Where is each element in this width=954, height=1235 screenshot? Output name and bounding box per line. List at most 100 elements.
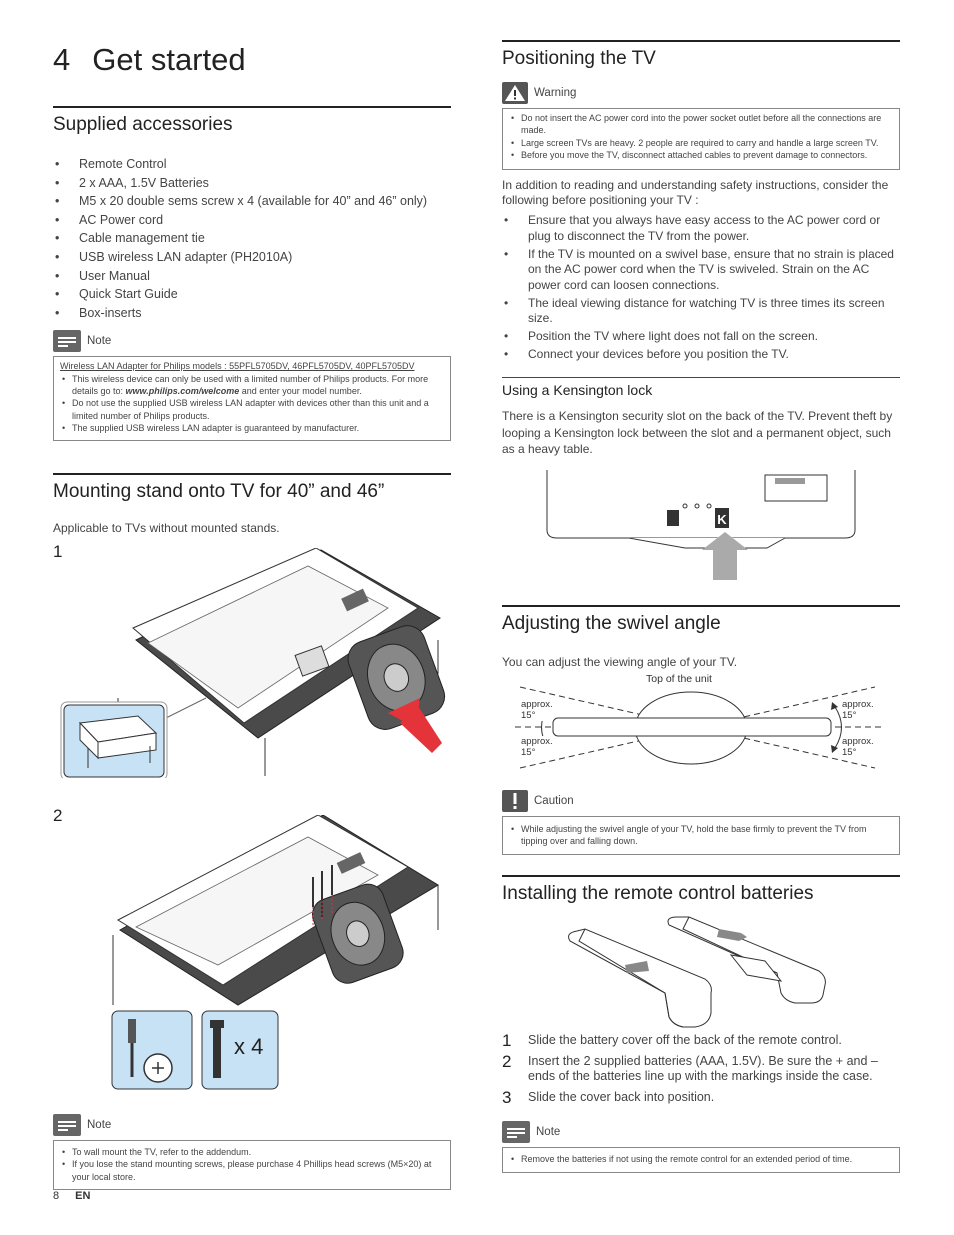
accessories-list: Remote Control2 x AAA, 1.5V BatteriesM5 … [53, 155, 451, 322]
batteries-title: Installing the remote control batteries [502, 875, 900, 905]
note-header: Note [53, 1114, 451, 1136]
note-header: Note [53, 330, 451, 353]
angle-label-bottom-left: approx. 15° [521, 736, 553, 758]
mounting-note: Note To wall mount the TV, refer to the … [53, 1114, 451, 1190]
note-box: To wall mount the TV, refer to the adden… [53, 1140, 451, 1190]
exclamation-icon [502, 790, 528, 812]
battery-step: 3 Slide the cover back into position. [502, 1088, 900, 1107]
swivel-title: Adjusting the swivel angle [502, 605, 900, 635]
page-footer: 8 EN [53, 1190, 90, 1202]
mounting-subtitle: Applicable to TVs without mounted stands… [53, 521, 280, 535]
caution-box: While adjusting the swivel angle of your… [502, 816, 900, 855]
positioning-list: Ensure that you always have easy access … [502, 213, 900, 363]
positioning-item: Ensure that you always have easy access … [502, 213, 900, 244]
accessory-item: Box-inserts [53, 304, 451, 323]
step-text: Slide the cover back into position. [528, 1090, 715, 1104]
note-heading: Wireless LAN Adapter for Philips models … [60, 361, 415, 372]
positioning-item: Connect your devices before you position… [502, 347, 900, 363]
warning-header: Warning [502, 82, 900, 104]
note-item: Do not use the supplied USB wireless LAN… [60, 397, 444, 422]
note-item: This wireless device can only be used wi… [60, 373, 444, 398]
note-icon [502, 1121, 530, 1143]
note-box: Wireless LAN Adapter for Philips models … [53, 356, 451, 442]
warning-item: Before you move the TV, disconnect attac… [509, 149, 893, 162]
positioning-section: Positioning the TV Warning Do not insert… [502, 40, 900, 365]
page-number: 8 [53, 1190, 60, 1202]
note-text: and enter your model number. [239, 385, 362, 396]
angle-label-bottom-right: approx. 15° [842, 736, 874, 758]
caution-note: Caution While adjusting the swivel angle… [502, 790, 900, 855]
positioning-item: Position the TV where light does not fal… [502, 329, 900, 345]
mounting-section: Mounting stand onto TV for 40” and 46” A… [53, 473, 451, 536]
note-item: Remove the batteries if not using the re… [509, 1153, 893, 1166]
swivel-section: Adjusting the swivel angle You can adjus… [502, 605, 900, 670]
accessory-item: AC Power cord [53, 211, 451, 230]
kensington-title: Using a Kensington lock [502, 377, 900, 398]
battery-step: 2 Insert the 2 supplied batteries (AAA, 1… [502, 1052, 900, 1084]
warning-icon [502, 82, 528, 104]
chapter-title-text: Get started [92, 42, 246, 77]
step-number: 1 [502, 1031, 512, 1050]
step-number: 3 [502, 1088, 512, 1107]
chapter-title: 4 Get started [53, 42, 246, 78]
positioning-title: Positioning the TV [502, 40, 900, 70]
accessory-item: Remote Control [53, 155, 451, 174]
positioning-item: If the TV is mounted on a swivel base, e… [502, 247, 900, 294]
accessory-item: Cable management tie [53, 229, 451, 248]
note-text: This wireless device can only be used wi… [72, 373, 429, 396]
mount-step2-illustration [111, 815, 439, 1090]
step-text: Slide the battery cover off the back of … [528, 1033, 842, 1047]
warning-item: Do not insert the AC power cord into the… [509, 112, 893, 137]
accessory-item: 2 x AAA, 1.5V Batteries [53, 174, 451, 193]
caution-header: Caution [502, 790, 900, 812]
caution-item: While adjusting the swivel angle of your… [509, 823, 893, 848]
note-label: Note [87, 1119, 112, 1131]
kensington-section: Using a Kensington lock There is a Kensi… [502, 377, 900, 458]
screw-count: x 4 [234, 1034, 264, 1059]
note-item: The supplied USB wireless LAN adapter is… [60, 422, 444, 435]
note-box: Remove the batteries if not using the re… [502, 1147, 900, 1173]
accessory-item: M5 x 20 double sems screw x 4 (available… [53, 192, 451, 211]
remote-illustration [568, 916, 826, 1028]
note-label: Note [87, 335, 112, 348]
mount-step-1-number: 1 [53, 542, 63, 561]
note-item: If you lose the stand mounting screws, p… [60, 1158, 444, 1183]
warning-label: Warning [534, 87, 577, 99]
positioning-item: The ideal viewing distance for watching … [502, 296, 900, 327]
warning-item: Large screen TVs are heavy. 2 people are… [509, 137, 893, 150]
angle-label-top-left: approx. 15° [521, 699, 553, 721]
battery-steps: 1 Slide the battery cover off the back of… [502, 1031, 900, 1111]
batteries-note: Note Remove the batteries if not using t… [502, 1121, 900, 1173]
batteries-section: Installing the remote control batteries [502, 875, 900, 905]
kensington-illustration: K [546, 470, 856, 580]
supplied-accessories-section: Supplied accessories Remote Control2 x A… [53, 106, 451, 442]
angle-label-top-right: approx. 15° [842, 699, 874, 721]
step-text: Insert the 2 supplied batteries (AAA, 1.… [528, 1054, 878, 1083]
mount-step1-illustration [60, 548, 446, 778]
battery-step: 1 Slide the battery cover off the back of… [502, 1031, 900, 1050]
note-icon [53, 1114, 81, 1136]
positioning-intro: In addition to reading and understanding… [502, 178, 889, 207]
swivel-diagram [515, 686, 885, 769]
supplied-note: Note Wireless LAN Adapter for Philips mo… [53, 330, 451, 442]
svg-text:K: K [717, 512, 727, 527]
mount-step-2-number: 2 [53, 806, 63, 825]
note-header: Note [502, 1121, 900, 1143]
chapter-number: 4 [53, 42, 71, 77]
accessory-item: User Manual [53, 267, 451, 286]
step-number: 2 [502, 1052, 512, 1071]
note-item: To wall mount the TV, refer to the adden… [60, 1146, 444, 1159]
note-label: Note [536, 1126, 561, 1138]
philips-link[interactable]: www.philips.com/welcome [125, 385, 240, 396]
swivel-subtitle: You can adjust the viewing angle of your… [502, 655, 738, 669]
language-code: EN [75, 1190, 91, 1202]
kensington-text: There is a Kensington security slot on t… [502, 409, 893, 456]
mounting-title: Mounting stand onto TV for 40” and 46” [53, 473, 451, 503]
accessory-item: USB wireless LAN adapter (PH2010A) [53, 248, 451, 267]
warning-box: Do not insert the AC power cord into the… [502, 108, 900, 170]
caution-label: Caution [534, 795, 574, 807]
accessory-item: Quick Start Guide [53, 285, 451, 304]
note-icon [53, 330, 81, 353]
top-of-unit-label: Top of the unit [644, 673, 714, 685]
supplied-accessories-title: Supplied accessories [53, 106, 451, 136]
